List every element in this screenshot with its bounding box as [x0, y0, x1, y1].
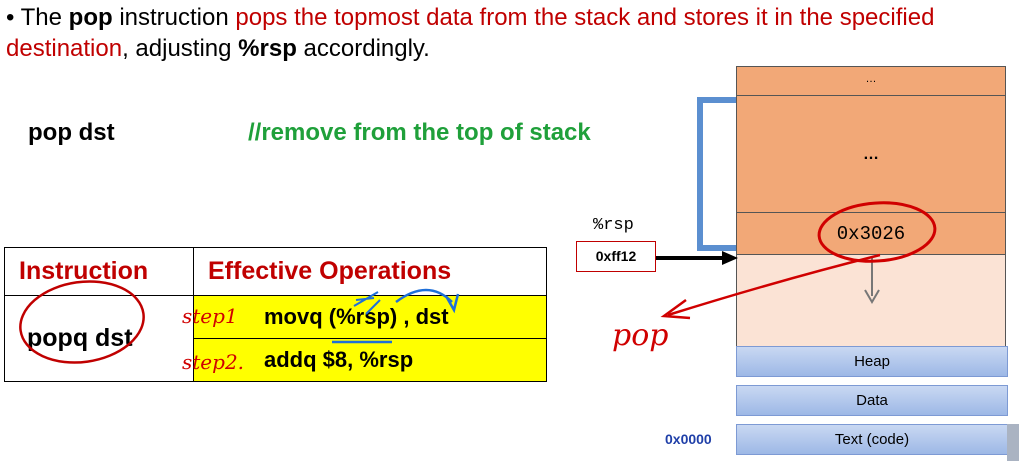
- bottom-address: 0x0000: [665, 431, 712, 447]
- step1-note: step1: [182, 304, 238, 328]
- instruction-cell: popq dst: [4, 295, 194, 382]
- rsp-label: %rsp: [593, 216, 634, 235]
- instruction-table: Instruction Effective Operations popq ds…: [4, 247, 547, 382]
- step2-note: step2.: [182, 350, 245, 374]
- bullet-part1: The: [20, 4, 69, 31]
- stack-diagram: … … 0x3026: [736, 66, 1006, 347]
- header-instruction: Instruction: [4, 247, 194, 296]
- header-effective-operations: Effective Operations: [193, 247, 547, 296]
- stack-growth-arrow: [864, 258, 880, 304]
- bullet-keyword: pop: [68, 4, 113, 31]
- slide-edge-tab: [1007, 424, 1019, 461]
- value-circle: [817, 201, 937, 263]
- stack-top-segment: …: [737, 67, 1005, 96]
- popq-circle: [19, 280, 145, 364]
- data-block: Data: [736, 385, 1008, 416]
- bullet-part3: , adjusting: [122, 35, 239, 62]
- text-code-block: Text (code): [736, 424, 1008, 455]
- rsp-curve-arrow: [395, 288, 453, 304]
- rsp-pointer-arrow: [656, 251, 738, 265]
- stack-middle-ellipsis: …: [863, 146, 879, 163]
- stack-middle-segment: …: [737, 96, 1005, 213]
- pop-arrow: [667, 253, 881, 317]
- bullet-part2: instruction: [112, 4, 236, 31]
- operation-step2: addq $8, %rsp: [193, 338, 547, 382]
- bullet-red-text: pops the topmost data from the stack and…: [6, 4, 935, 62]
- pop-note: pop: [612, 318, 669, 353]
- bullet-part4: accordingly.: [296, 35, 430, 62]
- syntax-comment: //remove from the top of stack: [248, 119, 591, 146]
- bullet-text: • The pop instruction pops the topmost d…: [6, 2, 1006, 64]
- syntax-code: pop dst: [28, 119, 115, 146]
- stack-top-ellipsis: …: [865, 73, 877, 85]
- stack-value-text: 0x3026: [836, 223, 906, 245]
- operation-step1: movq (%rsp) , dst: [193, 295, 547, 339]
- stack-bracket: [697, 97, 736, 251]
- rsp-value-box: 0xff12: [576, 241, 656, 272]
- bullet-marker: •: [6, 4, 15, 31]
- stack-top-value: 0x3026: [737, 213, 1005, 255]
- bullet-register: %rsp: [238, 35, 297, 62]
- heap-block: Heap: [736, 346, 1008, 377]
